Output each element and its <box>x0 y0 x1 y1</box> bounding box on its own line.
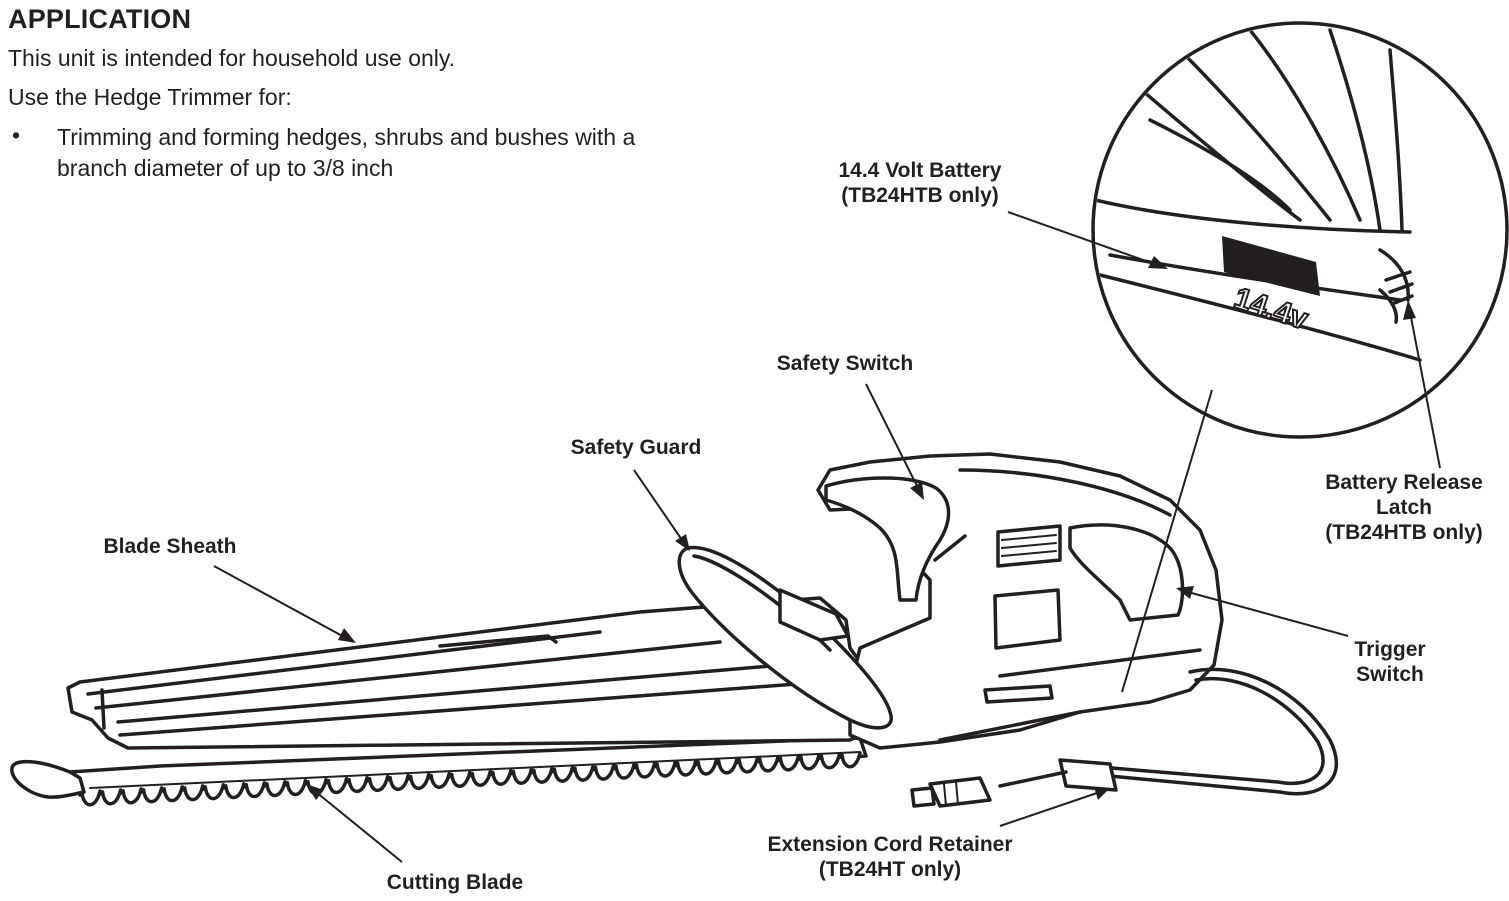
blade-tooth <box>203 783 225 801</box>
trimmer-housing-drawing <box>816 452 1224 750</box>
release-label-line2: Latch <box>1375 496 1432 519</box>
blade-tooth <box>737 756 760 774</box>
blade-tooth <box>491 768 513 786</box>
blade-tooth <box>285 778 308 797</box>
application-heading: APPLICATION <box>8 4 192 34</box>
blade-tooth <box>388 773 410 792</box>
blade-tooth <box>675 759 698 777</box>
cord-label-line1: Extension Cord Retainer <box>767 833 1013 856</box>
battery-release-latch-label: Battery Release Latch (TB24HTB only) <box>1302 470 1506 545</box>
blade-tooth <box>573 764 595 782</box>
release-label-line1: Battery Release <box>1325 471 1483 494</box>
callout-leaders <box>213 211 1441 863</box>
safety-guard-label: Safety Guard <box>570 436 702 459</box>
blade-tooth <box>326 776 349 795</box>
blade-tooth <box>367 774 390 793</box>
trigger-label-line2: Switch <box>1356 663 1424 686</box>
cutting-blade-label: Cutting Blade <box>386 871 524 894</box>
household-use-text: This unit is intended for household use … <box>8 45 456 71</box>
blade-tooth <box>717 757 739 775</box>
blade-tooth <box>244 781 267 799</box>
blade-tooth <box>141 786 164 804</box>
blade-tooth <box>758 755 780 773</box>
blade-tooth <box>121 787 143 805</box>
blade-tooth <box>100 788 123 806</box>
blade-tooth <box>593 763 616 781</box>
bullet-symbol: • <box>12 122 21 148</box>
battery-label-line1: 14.4 Volt Battery <box>838 159 1002 182</box>
battery-label-line2: (TB24HTB only) <box>841 184 999 207</box>
blade-tooth <box>182 784 205 802</box>
blade-sheath-drawing <box>66 596 882 750</box>
blade-tooth <box>449 770 472 788</box>
blade-tooth <box>799 753 821 771</box>
blade-tooth <box>408 772 431 791</box>
blade-tooth <box>265 780 287 798</box>
bullet-text: Trimming and forming hedges, shrubs and … <box>57 124 636 181</box>
blade-tooth <box>80 789 102 807</box>
battery-callout-label: 14.4 Volt Battery (TB24HTB only) <box>800 158 1040 208</box>
cord-label-line2: (TB24HT only) <box>818 858 962 881</box>
blade-tooth <box>778 754 801 772</box>
safety-switch-label: Safety Switch <box>776 352 914 375</box>
blade-tooth <box>532 766 554 784</box>
blade-tooth <box>819 752 842 770</box>
trigger-label-line1: Trigger <box>1354 638 1426 661</box>
blade-tooth <box>429 771 451 789</box>
blade-tooth <box>470 769 493 787</box>
battery-detail-drawing: 14.4v <box>1091 21 1509 693</box>
blade-tooth <box>634 761 657 779</box>
blade-tooth <box>162 785 184 803</box>
trigger-switch-label: Trigger Switch <box>1330 637 1450 687</box>
blade-tooth <box>696 758 718 776</box>
use-for-text: Use the Hedge Trimmer for: <box>8 84 292 110</box>
blade-tooth <box>655 760 677 778</box>
blade-sheath-label: Blade Sheath <box>103 535 237 558</box>
extension-cord-retainer-label: Extension Cord Retainer (TB24HT only) <box>730 832 1050 882</box>
blade-tooth <box>840 751 862 769</box>
safety-guard-drawing <box>677 545 893 730</box>
cutting-blade-drawing <box>10 736 868 807</box>
blade-tooth <box>224 782 246 800</box>
release-label-line3: (TB24HTB only) <box>1325 521 1483 544</box>
blade-tooth <box>347 775 369 794</box>
blade-tooth <box>614 762 636 780</box>
blade-tooth <box>511 767 534 785</box>
power-cord-drawing <box>910 667 1338 808</box>
blade-tooth <box>552 765 575 783</box>
